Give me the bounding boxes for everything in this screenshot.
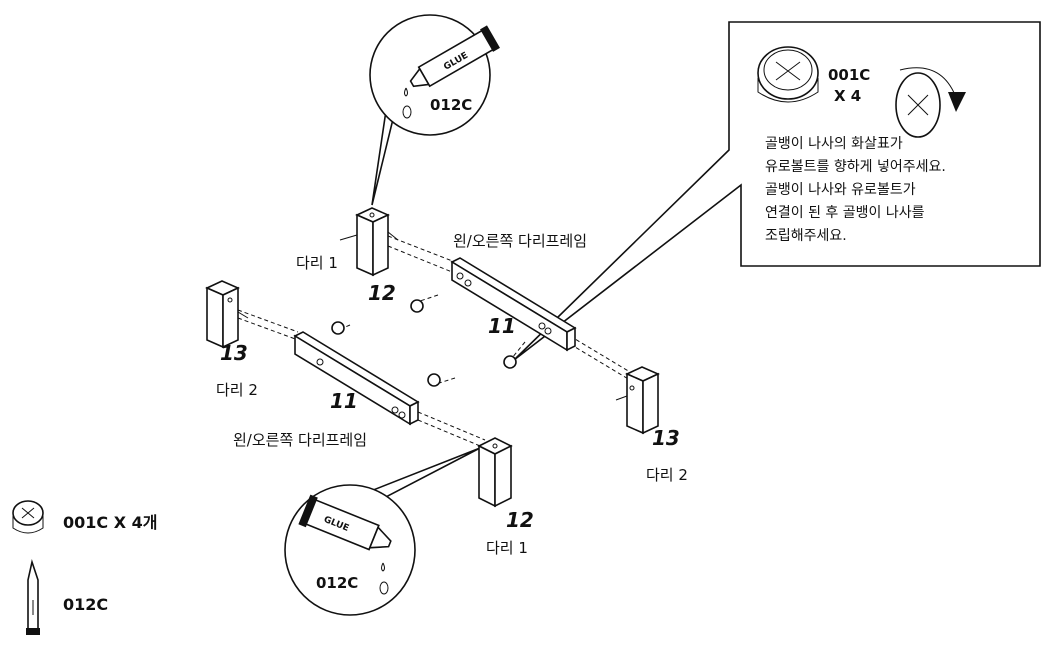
glue-tube-icon: GLUE bbox=[409, 25, 500, 88]
glue-tube-icon bbox=[26, 559, 40, 635]
cam-lock-icon bbox=[757, 46, 819, 103]
leg-13-left bbox=[205, 280, 249, 349]
glue-callout-top: GLUE 012C bbox=[369, 14, 500, 206]
part-number-11-bottom: 11 bbox=[330, 389, 358, 413]
part-number-13-left: 13 bbox=[220, 341, 248, 365]
glue-tube-icon: GLUE bbox=[298, 494, 392, 551]
note-line-5: 조립해주세요. bbox=[765, 228, 847, 244]
note-line-1: 골뱅이 나사의 화살표가 bbox=[765, 136, 903, 152]
label-frame-top: 왼/오른쪽 다리프레임 bbox=[453, 232, 587, 250]
label-leg1-bottom: 다리 1 bbox=[486, 539, 528, 557]
label-leg2-right: 다리 2 bbox=[646, 466, 688, 484]
glue-code-bottom: 012C bbox=[316, 574, 358, 592]
note-line-3: 골뱅이 나사와 유로볼트가 bbox=[765, 182, 916, 198]
leg-12-bottom bbox=[477, 437, 513, 508]
label-leg1-top: 다리 1 bbox=[296, 254, 338, 272]
callout-quantity: X 4 bbox=[834, 87, 861, 105]
legend-cam-lock-text: 001C X 4개 bbox=[63, 513, 157, 532]
instruction-callout: 001C X 4 골뱅이 나사의 화살표가 유로볼트를 향하게 넣어주세요. 골… bbox=[513, 21, 1041, 361]
rotate-arrow-icon bbox=[895, 67, 966, 138]
part-number-11-top: 11 bbox=[488, 314, 516, 338]
note-line-4: 연결이 된 후 골뱅이 나사를 bbox=[765, 205, 925, 221]
cam-lock-nuts bbox=[331, 299, 517, 387]
callout-part-code: 001C bbox=[828, 66, 870, 84]
part-number-13-right: 13 bbox=[652, 426, 680, 450]
part-number-12-bottom: 12 bbox=[506, 508, 534, 532]
glue-callout-bottom: GLUE 012C bbox=[284, 447, 481, 616]
note-line-2: 유로볼트를 향하게 넣어주세요. bbox=[765, 159, 946, 175]
glue-code-top: 012C bbox=[430, 96, 472, 114]
legend-glue-text: 012C bbox=[63, 595, 108, 614]
leg-12-top bbox=[339, 207, 399, 277]
frame-11-top bbox=[450, 257, 577, 352]
part-number-12-top: 12 bbox=[368, 281, 396, 305]
label-leg2-left: 다리 2 bbox=[216, 381, 258, 399]
cam-lock-icon bbox=[12, 500, 44, 534]
assembly-guide-lines bbox=[237, 235, 631, 449]
label-frame-bottom: 왼/오른쪽 다리프레임 bbox=[233, 431, 367, 449]
leg-13-right bbox=[615, 366, 660, 435]
frame-11-bottom bbox=[293, 331, 420, 426]
parts-legend: 001C X 4개 012C bbox=[12, 500, 157, 635]
